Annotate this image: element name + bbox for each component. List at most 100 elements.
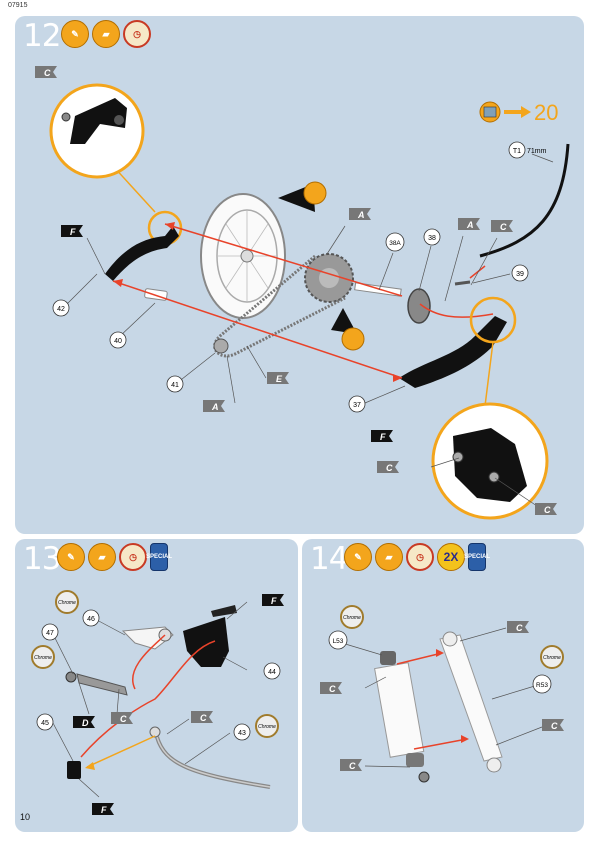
- knife-icon: ✎: [57, 543, 85, 571]
- step-number: 13: [23, 541, 61, 577]
- svg-text:C: C: [516, 623, 523, 633]
- flag-c-1: C: [507, 621, 529, 633]
- flag-e: E: [267, 372, 289, 384]
- bracket-44: [183, 617, 229, 667]
- svg-text:C: C: [500, 222, 507, 232]
- chain-41: [213, 254, 346, 358]
- svg-text:41: 41: [171, 382, 179, 389]
- tube-length: 71mm: [527, 148, 547, 155]
- flag-f-top: F: [262, 594, 284, 606]
- clock-icon: ◷: [123, 20, 151, 48]
- part-number-38a: 38A: [385, 232, 405, 252]
- part-number-47: 47: [41, 623, 59, 641]
- tube-label: T1: [513, 148, 521, 155]
- flag-c-2: C: [491, 220, 513, 232]
- svg-text:A: A: [211, 402, 219, 412]
- shock-l53: [374, 651, 430, 783]
- svg-text:Chrome: Chrome: [343, 615, 361, 621]
- tool-icons: ✎ ▰ ◷ 2X SPECIAL: [344, 543, 490, 573]
- part-number-l53: L53: [328, 630, 348, 650]
- goto-arrow-icon: [504, 106, 531, 118]
- page-number: 10: [20, 812, 31, 822]
- svg-text:C: C: [386, 463, 393, 473]
- part-number-46: 46: [82, 609, 100, 627]
- flag-f-bottom: F: [92, 803, 114, 815]
- flag-f-rear: F: [371, 430, 393, 442]
- part-number-42: 42: [52, 299, 70, 317]
- flag-c-4: C: [340, 759, 362, 771]
- flag-c-1: C: [191, 711, 213, 723]
- svg-text:C: C: [349, 761, 356, 771]
- assembly-arrows: [112, 223, 494, 379]
- svg-text:39: 39: [516, 271, 524, 278]
- svg-text:C: C: [44, 68, 51, 78]
- clock-icon: ◷: [406, 543, 434, 571]
- flag-c-2: C: [320, 682, 342, 694]
- step-12-panel: 12 ✎ ▰ ◷ 20 T1 71mm: [15, 16, 584, 534]
- wheel: [200, 193, 286, 319]
- flag-c-top: C: [35, 66, 57, 78]
- swingarm-37: [399, 316, 507, 388]
- chrome-badge-1: Chrome: [55, 590, 79, 614]
- svg-text:F: F: [271, 596, 277, 606]
- svg-text:46: 46: [87, 616, 95, 623]
- tube-t1: [479, 143, 570, 258]
- part-45: [67, 761, 81, 779]
- svg-text:42: 42: [57, 306, 65, 313]
- step-number: 12: [23, 18, 61, 54]
- detail-circle-top: [49, 83, 145, 179]
- svg-text:Chrome: Chrome: [258, 724, 276, 730]
- clock-icon: ◷: [119, 543, 147, 571]
- svg-text:44: 44: [268, 669, 276, 676]
- file-icon: ▰: [88, 543, 116, 571]
- svg-text:38A: 38A: [389, 240, 401, 247]
- svg-text:40: 40: [114, 338, 122, 345]
- part-number-r53: R53: [532, 674, 552, 694]
- part-number-37: 37: [348, 395, 366, 413]
- svg-text:A: A: [357, 210, 365, 220]
- product-code: 07915: [8, 2, 28, 9]
- flag-c-detail-1: C: [377, 461, 399, 473]
- svg-text:47: 47: [46, 630, 54, 637]
- part-number-40: 40: [109, 331, 127, 349]
- tool-icons: ✎ ▰ ◷ SPECIAL: [57, 543, 172, 573]
- knife-icon: ✎: [344, 543, 372, 571]
- step-13-panel: 13 ✎ ▰ ◷ SPECIAL Chrome Chrome Chrome: [15, 539, 298, 832]
- svg-text:C: C: [551, 721, 558, 731]
- svg-text:F: F: [101, 805, 107, 815]
- svg-text:A: A: [466, 220, 474, 230]
- flag-a-3: A: [203, 400, 225, 412]
- arm-42: [105, 226, 179, 281]
- flag-c-3: C: [542, 719, 564, 731]
- part-number-43: 43: [233, 723, 251, 741]
- step-14-panel: 14 ✎ ▰ ◷ 2X SPECIAL Chrome Chrome: [302, 539, 584, 832]
- chrome-badge-3: Chrome: [255, 714, 279, 738]
- knife-icon: ✎: [61, 20, 89, 48]
- svg-text:C: C: [120, 714, 127, 724]
- part-number-39: 39: [511, 264, 529, 282]
- times-two-icon: 2X: [437, 543, 465, 571]
- svg-text:Chrome: Chrome: [543, 655, 561, 661]
- step-number: 14: [310, 541, 348, 577]
- flag-c-detail-2: C: [535, 503, 557, 515]
- part-number-45: 45: [36, 713, 54, 731]
- svg-text:45: 45: [41, 720, 49, 727]
- svg-text:37: 37: [353, 402, 361, 409]
- file-icon: ▰: [92, 20, 120, 48]
- chrome-badge-2: Chrome: [31, 645, 55, 669]
- flag-a-1: A: [349, 208, 371, 220]
- paint-can-icon: SPECIAL: [464, 543, 490, 571]
- svg-text:E: E: [276, 374, 283, 384]
- goto-box-icon: [479, 101, 501, 123]
- step-12-drawing: 20 T1 71mm: [35, 66, 570, 520]
- step-13-drawing: Chrome Chrome Chrome: [31, 590, 284, 815]
- paint-can-icon: SPECIAL: [146, 543, 172, 571]
- svg-text:R53: R53: [536, 682, 548, 689]
- shock-r53: [439, 631, 503, 773]
- step-14-drawing: Chrome Chrome L53 R53 C: [320, 605, 564, 783]
- svg-text:43: 43: [238, 730, 246, 737]
- svg-text:Chrome: Chrome: [34, 655, 52, 661]
- goto-step-number: 20: [534, 100, 558, 125]
- flag-c-2: C: [111, 712, 133, 724]
- svg-text:L53: L53: [333, 638, 344, 645]
